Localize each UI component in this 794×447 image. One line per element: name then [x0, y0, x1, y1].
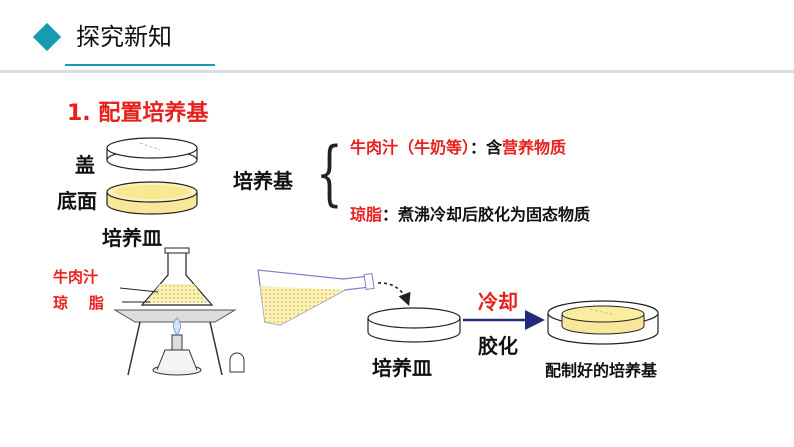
- header-divider: [0, 70, 794, 73]
- pouring-flask-icon: [257, 269, 375, 326]
- medium-term: 培养基: [233, 169, 293, 193]
- pour-arrow-icon: [377, 282, 411, 306]
- flask-on-burner-icon: [113, 247, 245, 376]
- empty-dish-icon: [367, 307, 461, 343]
- prepared-dish-icon: [547, 300, 659, 345]
- broth-mid: ：含: [470, 138, 503, 157]
- dish-label: 培养皿: [102, 226, 162, 250]
- process-dish-label: 培养皿: [372, 356, 432, 380]
- agar-label: 琼 脂: [53, 294, 104, 312]
- result-label: 配制好的培养基: [545, 361, 658, 380]
- gel-label: 胶化: [478, 334, 518, 358]
- medium-item-broth: 牛肉汁（牛奶等）：含营养物质: [350, 134, 566, 158]
- broth-highlight: 营养物质: [502, 138, 567, 157]
- bottom-label: 底面: [57, 189, 97, 213]
- dish-bottom-icon: [106, 181, 198, 215]
- lid-label: 盖: [75, 153, 95, 177]
- broth-label: 牛肉汁: [53, 268, 99, 286]
- broth-term: 牛肉汁（牛奶等）: [350, 138, 471, 157]
- dish-lid-icon: [106, 137, 198, 171]
- medium-item-agar: 琼脂：煮沸冷却后胶化为固态物质: [350, 201, 590, 225]
- agar-term: 琼脂: [350, 205, 383, 224]
- brace-icon: {: [316, 132, 343, 214]
- agar-text: ：煮沸冷却后胶化为固态物质: [382, 205, 591, 224]
- page-title: 探究新知: [76, 23, 172, 51]
- section-title: 1. 配置培养基: [67, 101, 209, 126]
- cool-label: 冷却: [478, 290, 518, 314]
- header-underline: [65, 64, 215, 66]
